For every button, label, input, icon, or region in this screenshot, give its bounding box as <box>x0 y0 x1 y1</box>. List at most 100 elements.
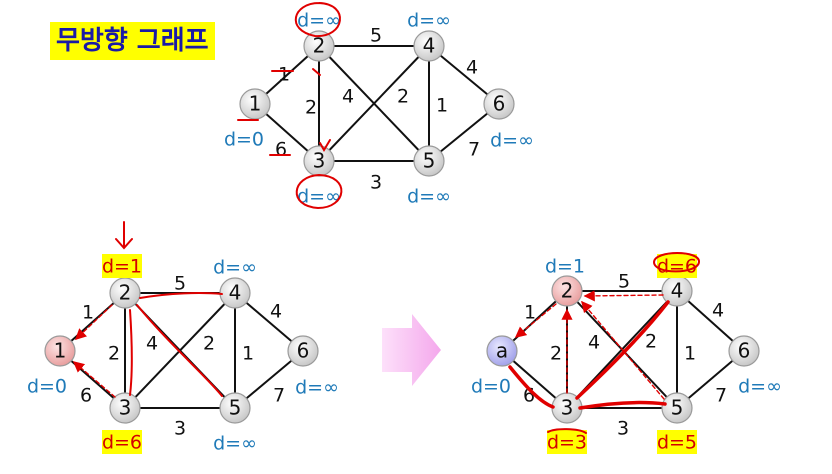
edge-weight-2-4: 5 <box>174 273 186 295</box>
edge-weight-1-3: 6 <box>275 139 287 161</box>
path-arrow-5-2 <box>581 300 665 400</box>
node-5 <box>661 392 693 424</box>
edge-weight-4-5: 1 <box>684 343 696 365</box>
stroke-edge-2-5 <box>136 304 223 397</box>
distance-label-3: d=∞ <box>297 186 341 208</box>
node-label-3: 3 <box>561 396 574 420</box>
distance-label-6: d=∞ <box>738 376 782 398</box>
bold-edge-a-3 <box>508 365 555 409</box>
edge-weight-4-6: 4 <box>270 301 282 323</box>
distance-label-1: d=0 <box>224 129 264 151</box>
transition-arrow-icon <box>382 314 441 386</box>
node-5 <box>219 392 251 424</box>
distance-label-3: d=6 <box>102 432 142 454</box>
node-label-4: 4 <box>671 279 684 303</box>
edge-weight-5-6: 7 <box>715 385 727 407</box>
edge-3-4 <box>124 292 236 409</box>
down-arrow-icon <box>115 221 133 250</box>
node-label-4: 4 <box>229 281 242 305</box>
node-label-2: 2 <box>561 279 574 303</box>
node-label-2: 2 <box>313 34 326 58</box>
tick-mark-edge12 <box>312 68 321 76</box>
node-1 <box>44 335 76 367</box>
distance-label-4: d=∞ <box>407 10 451 32</box>
edge-weight-1-2: 1 <box>278 64 290 86</box>
edge-weight-2-3: 2 <box>550 343 562 365</box>
path-arrow-4-2 <box>583 290 664 302</box>
node-label-6: 6 <box>738 339 751 363</box>
path-arrow-2-a <box>514 303 557 338</box>
distance-label-3: d=3 <box>547 432 587 454</box>
edge-weight-5-6: 7 <box>468 139 480 161</box>
edge-weight-4-5: 1 <box>242 343 254 365</box>
distance-highlight-4 <box>657 254 697 278</box>
node-1 <box>486 335 518 367</box>
edge-weight-3-5: 3 <box>617 418 629 440</box>
stroke-edge-2-3 <box>129 309 133 396</box>
distance-label-5: d=∞ <box>213 433 257 455</box>
handwritten-annotations <box>72 2 700 434</box>
edge-weight-2-5: 4 <box>146 333 158 355</box>
page-title: 무방향 그래프 <box>50 22 215 60</box>
edge-weight-1-2: 1 <box>524 302 536 324</box>
edge-weight-1-2: 1 <box>82 302 94 324</box>
distance-highlight-3 <box>102 430 142 454</box>
distance-label-1: d=0 <box>471 376 511 398</box>
edge-weight-2-5: 4 <box>588 332 600 354</box>
edge-weight-2-5: 4 <box>342 86 354 108</box>
node-6 <box>728 335 760 367</box>
node-label-3: 3 <box>313 149 326 173</box>
node-6 <box>483 88 515 120</box>
distance-label-1: d=0 <box>27 376 67 398</box>
distance-label-4: d=6 <box>657 256 697 278</box>
distance-label-2: d=1 <box>545 256 585 278</box>
edge-weight-3-4: 2 <box>397 86 409 108</box>
edge-weight-4-6: 4 <box>712 300 724 322</box>
edge-weight-1-3: 6 <box>80 385 92 407</box>
node-5 <box>413 145 445 177</box>
edge-weight-3-4: 2 <box>645 331 657 353</box>
path-arrow-2-1 <box>74 304 113 340</box>
circle-mark-node3 <box>295 174 343 210</box>
node-label-1: 1 <box>249 92 262 116</box>
circle-mark-node2 <box>294 2 341 38</box>
edge-weight-5-6: 7 <box>273 385 285 407</box>
tick-mark-edge23 <box>319 139 331 152</box>
edge-weight-3-5: 3 <box>370 172 382 194</box>
node-2 <box>551 275 583 307</box>
edge-weight-2-4: 5 <box>370 25 382 47</box>
circle-mark-d6 <box>653 252 700 273</box>
node-label-5: 5 <box>229 396 242 420</box>
edge-weight-3-4: 2 <box>203 333 215 355</box>
node-label-5: 5 <box>423 149 436 173</box>
node-label-1: a <box>496 339 508 363</box>
edge-weight-2-4: 5 <box>618 271 630 293</box>
bold-edge-3-4 <box>575 300 670 400</box>
bold-edge-3-5 <box>578 400 667 410</box>
node-6 <box>287 335 319 367</box>
distance-label-2: d=1 <box>102 256 142 278</box>
distance-label-6: d=∞ <box>295 377 339 399</box>
node-label-5: 5 <box>671 396 684 420</box>
distance-highlight-2 <box>102 254 142 278</box>
distance-label-5: d=∞ <box>407 186 451 208</box>
edge-weight-2-3: 2 <box>108 343 120 365</box>
distance-label-5: d=5 <box>657 432 697 454</box>
edge-weight-3-5: 3 <box>174 418 186 440</box>
node-label-2: 2 <box>119 281 132 305</box>
edge-weight-4-5: 1 <box>436 95 448 117</box>
distance-label-4: d=∞ <box>213 257 257 279</box>
node-label-6: 6 <box>493 92 506 116</box>
node-3 <box>109 392 141 424</box>
node-label-6: 6 <box>297 339 310 363</box>
node-2 <box>303 30 335 62</box>
distance-highlight-3 <box>547 430 587 454</box>
path-arrow-3-1 <box>72 361 116 398</box>
edge-weight-2-3: 2 <box>305 97 317 119</box>
underline-d3 <box>547 428 587 434</box>
distance-highlight-5 <box>657 430 697 454</box>
